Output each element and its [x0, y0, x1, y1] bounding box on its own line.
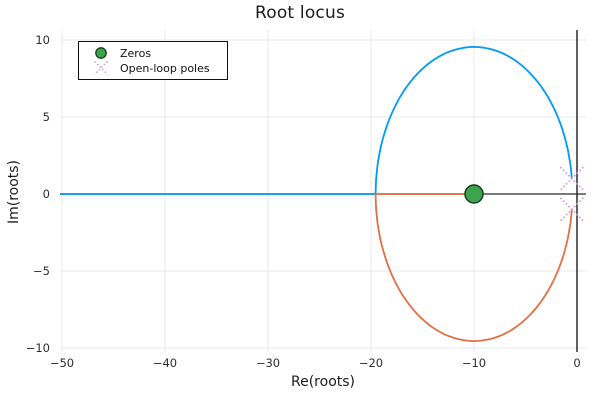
y-tick-label: 5 [42, 110, 50, 124]
x-tick-label: −20 [358, 356, 384, 370]
pole-marker [559, 166, 584, 191]
pole-x-icon [89, 61, 113, 75]
y-tick-label: 0 [42, 187, 50, 201]
x-tick-label: −50 [49, 356, 75, 370]
legend-label-poles: Open-loop poles [120, 61, 210, 75]
legend-label-zeros: Zeros [120, 46, 152, 60]
locus-branch-2 [374, 193, 573, 343]
y-tick-label: −10 [25, 341, 50, 355]
x-tick-label: −10 [461, 356, 487, 370]
x-axis-label: Re(roots) [291, 374, 355, 390]
legend-item-zeros: Zeros [89, 46, 227, 60]
zero-circle-icon [89, 46, 113, 60]
x-tick-label: −40 [152, 356, 178, 370]
legend: Zeros Open-loop poles [78, 41, 228, 80]
locus-branch-1 [59, 46, 573, 195]
chart-title: Root locus [254, 3, 346, 23]
pole-marker [559, 197, 584, 222]
y-axis-label: Im(roots) [6, 159, 22, 225]
zero-marker [464, 184, 484, 204]
x-tick-label: 0 [573, 356, 581, 370]
legend-item-poles: Open-loop poles [89, 61, 227, 75]
y-tick-label: 10 [35, 33, 50, 47]
x-tick-label: −30 [255, 356, 281, 370]
y-tick-label: −5 [33, 264, 50, 278]
